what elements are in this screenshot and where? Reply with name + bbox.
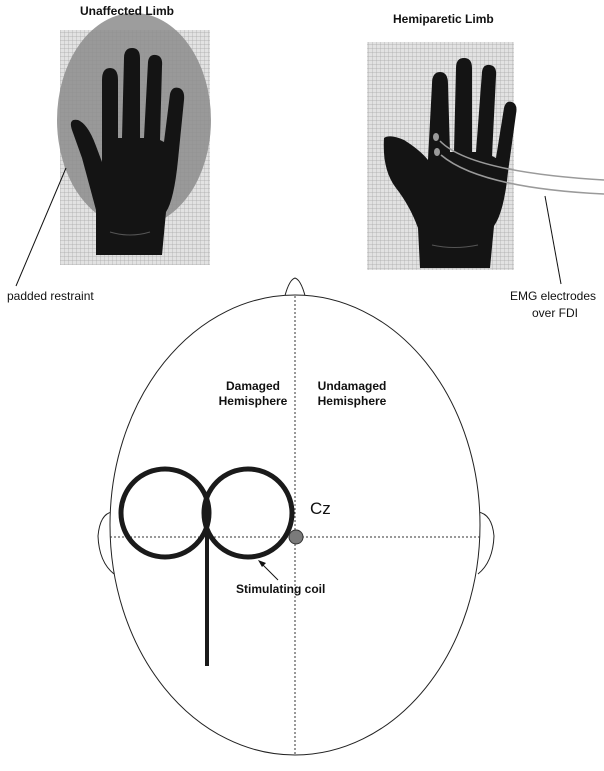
right-wrist-crease bbox=[431, 244, 479, 248]
coil-right-loop bbox=[201, 466, 295, 560]
undamaged-hemisphere-label-line1: Undamaged bbox=[317, 379, 387, 393]
coil-label-arrow bbox=[261, 563, 279, 581]
stimulating-coil bbox=[118, 466, 295, 666]
coil-left-loop bbox=[118, 466, 212, 560]
emg-electrodes-label-line1: EMG electrodes bbox=[510, 289, 597, 303]
emg-lead-wire-1 bbox=[439, 140, 604, 181]
emg-electrode-1 bbox=[433, 133, 439, 141]
unaffected-limb-panel bbox=[57, 13, 211, 265]
left-wrist-crease bbox=[109, 231, 151, 236]
undamaged-hemisphere-label-line2: Hemisphere bbox=[317, 394, 387, 408]
cz-marker bbox=[288, 529, 304, 545]
emg-electrodes-leader-line bbox=[544, 195, 562, 285]
damaged-hemisphere-label-line2: Hemisphere bbox=[218, 394, 288, 408]
stimulating-coil-label: Stimulating coil bbox=[236, 582, 326, 596]
coil-arrow-head bbox=[258, 560, 266, 567]
emg-lead-wire-2 bbox=[440, 154, 604, 195]
padded-restraint-leader-line bbox=[15, 167, 67, 287]
damaged-hemisphere-label-line1: Damaged bbox=[225, 379, 281, 393]
emg-electrode-2 bbox=[434, 148, 440, 156]
emg-electrodes-label-line2: over FDI bbox=[532, 306, 579, 320]
right-ear bbox=[477, 511, 495, 575]
unaffected-hand-icon bbox=[70, 48, 185, 255]
unaffected-limb-title: Unaffected Limb bbox=[80, 4, 175, 18]
hemiparetic-hand-icon bbox=[383, 58, 517, 268]
padded-restraint-label: padded restraint bbox=[7, 289, 94, 303]
cz-label: Cz bbox=[310, 499, 331, 518]
head-diagram bbox=[97, 277, 495, 756]
hemiparetic-limb-title: Hemiparetic Limb bbox=[393, 12, 494, 26]
hemiparetic-limb-panel bbox=[367, 42, 604, 270]
